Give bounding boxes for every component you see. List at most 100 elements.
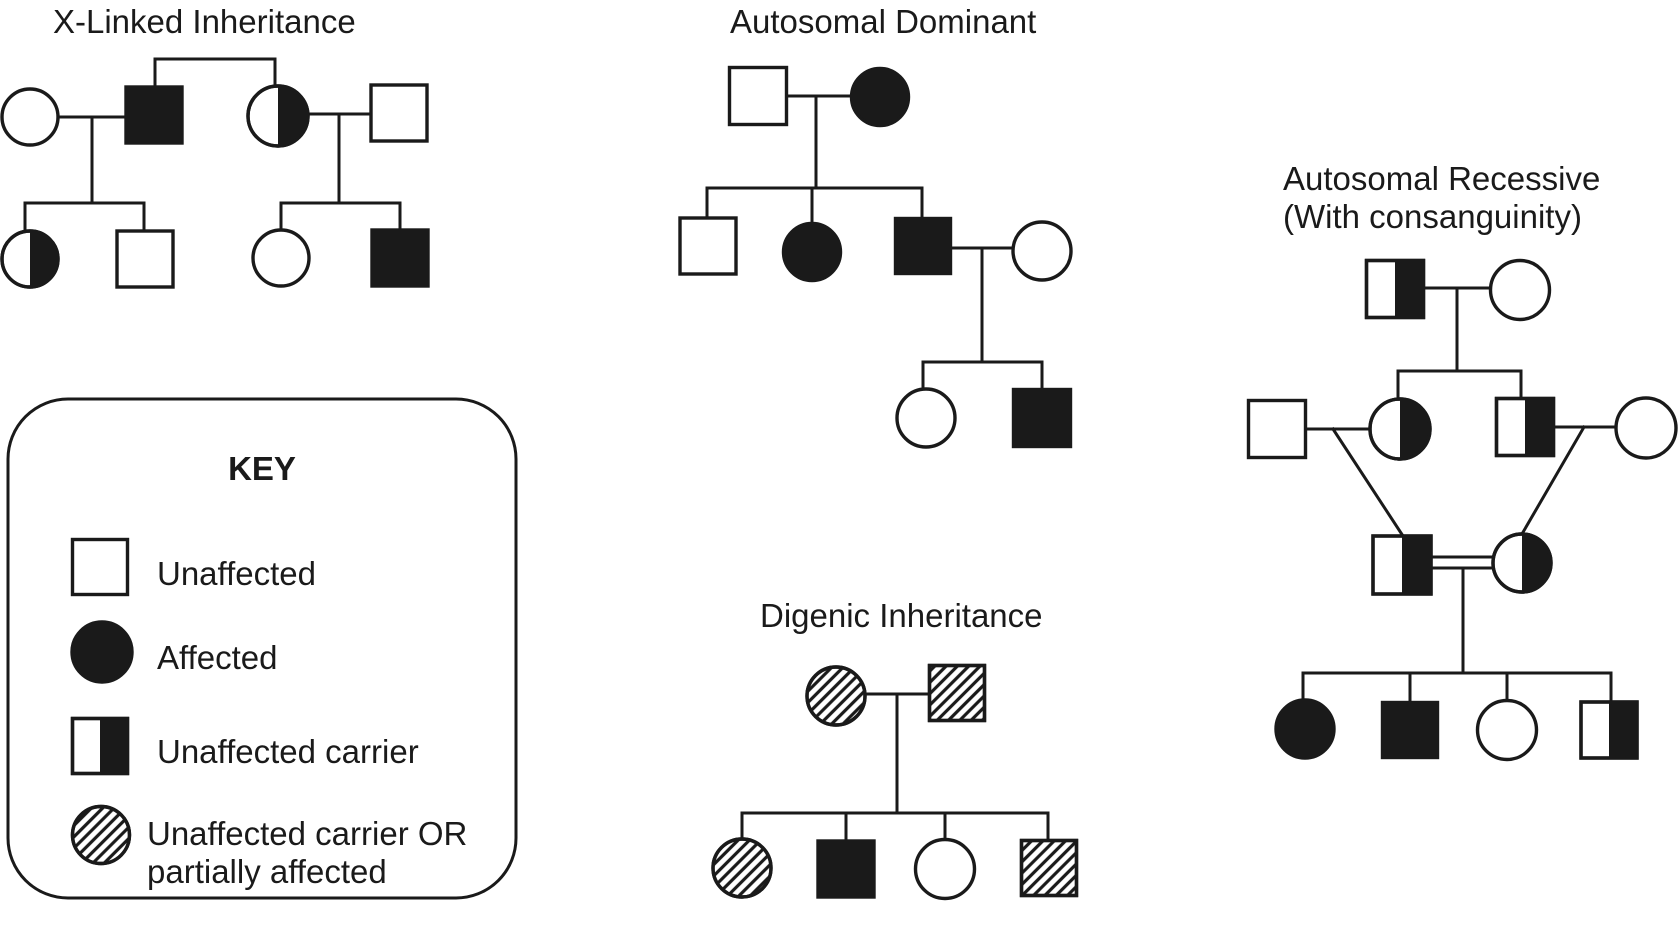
- key-entry-label: Unaffected carrier: [157, 733, 419, 770]
- key-entry-label: partially affected: [147, 853, 387, 890]
- pedigree-autosomal-recessive-with-consanguinity: Autosomal Recessive(With consanguinity): [1246, 160, 1678, 762]
- square-symbol: [115, 229, 175, 289]
- person-male-affected: [816, 839, 876, 899]
- person-female-carrier: [1491, 532, 1553, 594]
- square-symbol: [816, 839, 876, 899]
- key-entry: Unaffected: [70, 537, 316, 597]
- person-female-affected: [1274, 698, 1336, 760]
- hatch-fill: [1021, 840, 1077, 896]
- symbol-outline: [1371, 534, 1433, 596]
- hatch-fill: [72, 806, 130, 864]
- square-symbol: [370, 228, 430, 288]
- person-female-unaffected: [1614, 396, 1678, 460]
- square-symbol: [1011, 387, 1073, 449]
- symbol-outline: [1494, 396, 1556, 458]
- circle-symbol: [1011, 220, 1073, 282]
- person-male-unaffected: [1246, 398, 1308, 460]
- symbol-outline: [711, 837, 773, 899]
- symbol-outline: [1364, 258, 1426, 320]
- square-symbol: [1246, 398, 1308, 460]
- person-male-affected: [370, 228, 430, 288]
- person-male-carrier: [1579, 700, 1639, 760]
- circle-symbol: [913, 837, 977, 901]
- person-female-unaffected: [913, 837, 977, 901]
- pedigree-autosomal-dominant: Autosomal Dominant: [678, 3, 1073, 449]
- person-male-carrier-or-partially-affected: [1019, 838, 1079, 898]
- pedigree-title: Digenic Inheritance: [760, 597, 1043, 634]
- symbol-outline: [70, 716, 130, 776]
- key-entry: Unaffected carrier: [70, 716, 419, 776]
- person-female-carrier: [0, 229, 60, 289]
- half-fill: [1522, 534, 1551, 592]
- key-entry-label: Affected: [157, 639, 277, 676]
- symbol-outline: [1019, 838, 1079, 898]
- key-box: [6, 397, 518, 900]
- symbol-outline: [927, 663, 987, 723]
- person-female-carrier: [246, 84, 310, 148]
- circle-symbol: [849, 66, 911, 128]
- key-entry-label: Unaffected carrier OR: [147, 815, 467, 852]
- symbol-outline: [805, 665, 867, 727]
- square-symbol: [1380, 700, 1440, 760]
- key-symbol-square-half: [70, 716, 130, 776]
- circle-symbol: [1614, 396, 1678, 460]
- half-fill: [278, 86, 308, 146]
- hatch-fill: [807, 667, 865, 725]
- person-male-affected: [1380, 700, 1440, 760]
- person-female-unaffected: [1475, 698, 1539, 762]
- hatch-fill: [929, 665, 985, 721]
- half-fill: [1609, 702, 1637, 758]
- square-symbol: [70, 537, 130, 597]
- person-female-unaffected: [0, 87, 60, 147]
- square-symbol: [727, 65, 789, 127]
- pedigree-digenic-inheritance: Digenic Inheritance: [711, 597, 1079, 901]
- person-female-unaffected: [251, 228, 311, 288]
- half-fill: [1402, 536, 1431, 594]
- half-fill: [1395, 260, 1424, 318]
- square-symbol: [678, 216, 738, 276]
- circle-symbol: [895, 387, 957, 449]
- symbol-outline: [246, 84, 310, 148]
- key-entry: Affected: [70, 620, 277, 684]
- key-symbol-square-empty: [70, 537, 130, 597]
- symbol-outline: [1579, 700, 1639, 760]
- person-female-unaffected: [895, 387, 957, 449]
- person-female-affected: [849, 66, 911, 128]
- pedigree-title: Autosomal Recessive: [1283, 160, 1600, 197]
- symbol-outline: [70, 804, 132, 866]
- circle-symbol: [781, 221, 843, 283]
- circle-symbol: [70, 620, 134, 684]
- symbol-outline: [0, 229, 60, 289]
- key-title: KEY: [228, 450, 296, 487]
- half-fill: [1400, 399, 1430, 459]
- pedigree-title: X-Linked Inheritance: [53, 3, 356, 40]
- person-female-carrier-or-partially-affected: [711, 837, 773, 899]
- person-male-unaffected: [115, 229, 175, 289]
- circle-symbol: [251, 228, 311, 288]
- person-female-unaffected: [1011, 220, 1073, 282]
- pedigree-title: (With consanguinity): [1283, 198, 1582, 235]
- key-symbol-circle-hatch: [70, 804, 132, 866]
- connector-line: [1330, 426, 1406, 539]
- half-fill: [1525, 398, 1554, 456]
- symbol-outline: [1491, 532, 1553, 594]
- square-symbol: [893, 216, 953, 276]
- circle-symbol: [1488, 258, 1552, 322]
- hatch-fill: [713, 839, 771, 897]
- key-entry-label: Unaffected: [157, 555, 316, 592]
- person-female-affected: [781, 221, 843, 283]
- person-male-unaffected: [678, 216, 738, 276]
- key-symbol-circle-solid: [70, 620, 134, 684]
- person-male-unaffected: [369, 83, 429, 143]
- person-male-unaffected: [727, 65, 789, 127]
- square-symbol: [124, 85, 184, 145]
- connector-line: [1519, 424, 1587, 537]
- person-male-affected: [893, 216, 953, 276]
- pedigree-x-linked-inheritance: X-Linked Inheritance: [0, 3, 430, 289]
- person-male-carrier: [1371, 534, 1433, 596]
- person-female-carrier: [1368, 397, 1432, 461]
